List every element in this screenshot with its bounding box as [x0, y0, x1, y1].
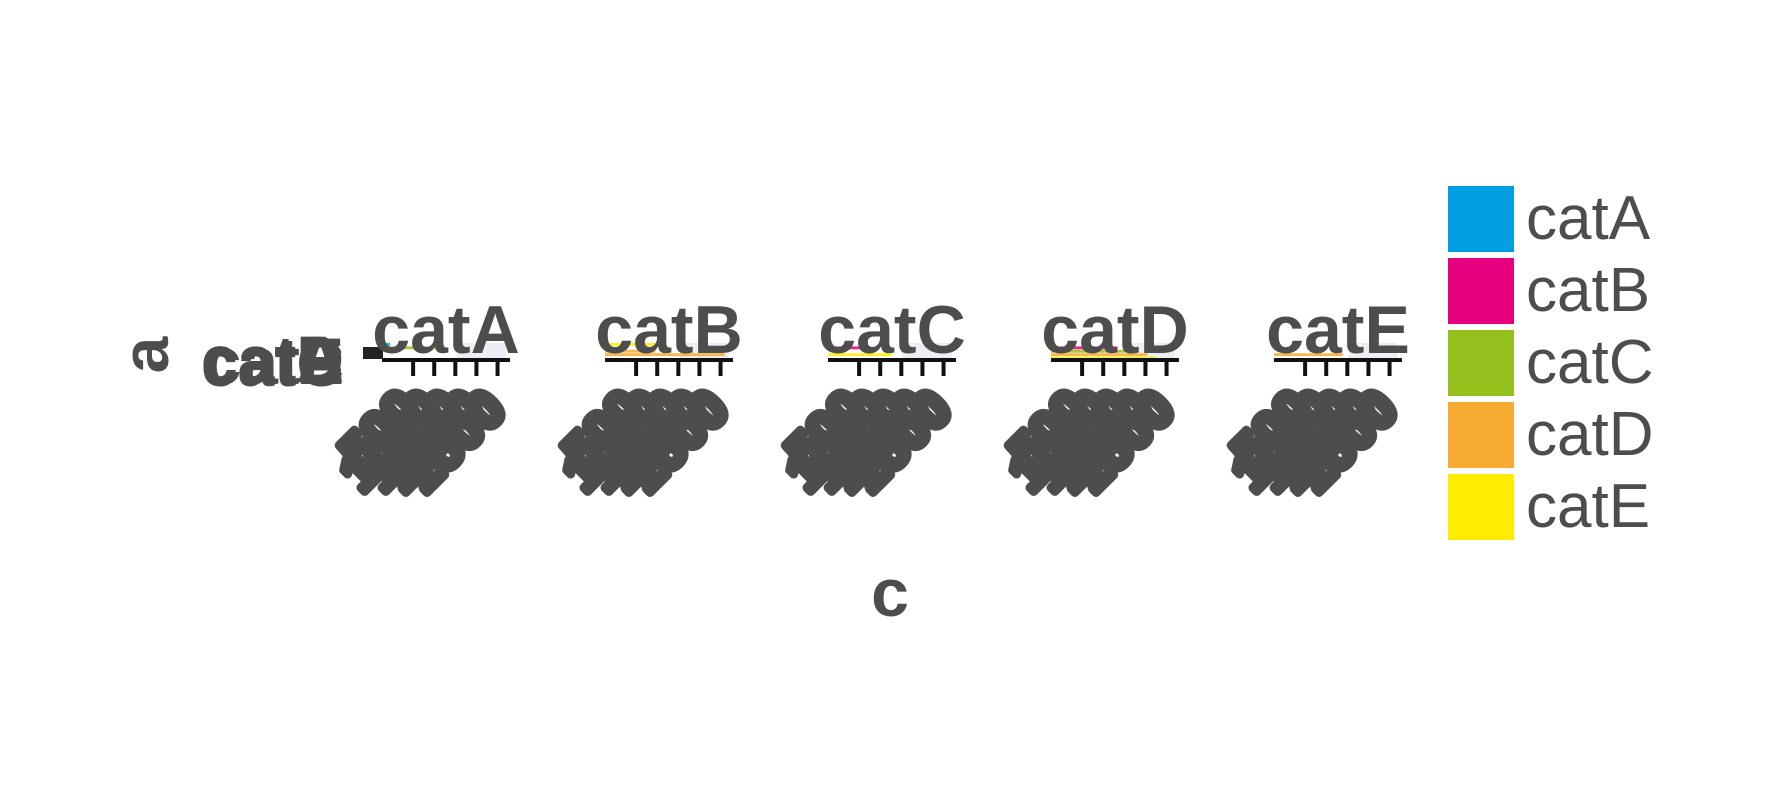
- bar-catA-catC-catB: [382, 346, 442, 350]
- bar-catD-catC-catC: [1051, 349, 1139, 353]
- bar-catC-catE-catD: [828, 353, 893, 357]
- y-tick-label-catC: catC: [201, 326, 344, 400]
- legend-label-catA: catA: [1526, 184, 1651, 253]
- legend-swatch-catC: [1448, 330, 1514, 396]
- bar-catB-catE-catA: [605, 343, 665, 346]
- facet-strip-label-catA: catA: [372, 292, 519, 368]
- y-tick-label-catD: catD: [201, 322, 344, 396]
- x-axis-title: c: [871, 555, 909, 631]
- legend-swatch-catD: [1448, 402, 1514, 468]
- legend-swatch-catA: [1448, 186, 1514, 252]
- facet-panels: 5001000150020002500catA50010001500200025…: [325, 292, 1413, 507]
- bar-catD-catD-catD: [1051, 353, 1148, 357]
- facet-strip-label-catD: catD: [1041, 292, 1188, 368]
- y-tick-label-catE: catE: [205, 324, 344, 398]
- bar-catC-catB-catB: [828, 346, 863, 350]
- bar-catD-catB-catB: [1051, 346, 1118, 350]
- panel-background: [902, 343, 952, 360]
- bar-catB-catD-catC: [605, 349, 656, 353]
- panel-background: [1348, 343, 1398, 360]
- legend-swatch-catE: [1448, 474, 1514, 540]
- legend-label-catD: catD: [1526, 400, 1653, 469]
- y-axis-tick-mark: [363, 347, 383, 359]
- bar-catE-catD-catD: [1274, 353, 1343, 357]
- facet-strip-label-catE: catE: [1266, 292, 1410, 368]
- bar-catA-catA-catA: [382, 343, 391, 346]
- legend-label-catB: catB: [1526, 256, 1650, 325]
- facet-strip-label-catB: catB: [595, 292, 742, 368]
- facet-strip-label-catC: catC: [818, 292, 965, 368]
- bar-catB-catD-catD: [605, 353, 725, 357]
- y-tick-label-catB: catB: [201, 324, 344, 398]
- panel-background: [456, 343, 506, 360]
- legend-label-catC: catC: [1526, 328, 1653, 397]
- y-axis-title: a: [108, 335, 182, 373]
- y-tick-label-catA: catA: [201, 322, 344, 396]
- legend-label-catE: catE: [1526, 472, 1650, 541]
- legend-swatch-catB: [1448, 258, 1514, 324]
